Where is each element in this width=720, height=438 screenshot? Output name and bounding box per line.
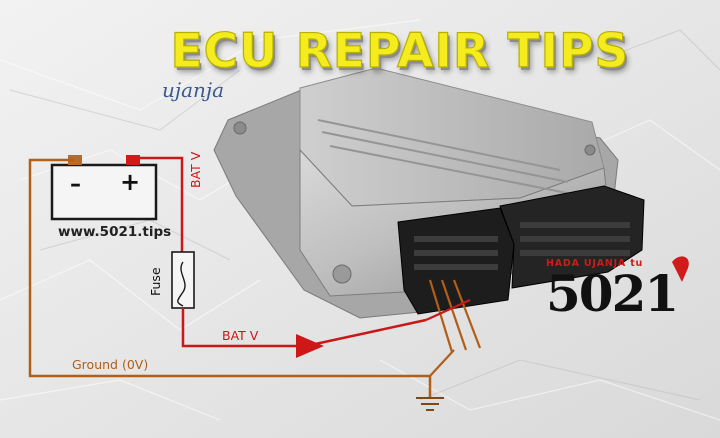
ecu-connector-left	[397, 207, 515, 315]
bat-v-arrow	[296, 334, 324, 358]
subtitle: ujanja	[162, 78, 225, 102]
battery-minus-label: –	[70, 172, 81, 197]
ecu-fins	[317, 119, 573, 195]
fuse-label: Fuse	[148, 267, 163, 296]
fuse-symbol	[171, 251, 195, 309]
battery-symbol	[50, 163, 158, 221]
brand-number: 5021	[546, 264, 679, 323]
ground-label: Ground (0V)	[72, 357, 149, 372]
ecu-mount-hole	[584, 144, 596, 156]
ecu-mount-hole	[332, 264, 352, 284]
page-title: ECU REPAIR TIPS	[170, 23, 630, 79]
ground-wire	[28, 158, 432, 398]
fuse-element	[177, 261, 186, 307]
wiring-diagram	[28, 155, 482, 411]
brand-logo: HADA UJANJA tu 5021	[546, 250, 696, 323]
bat-v-vertical-label: BAT V	[188, 151, 203, 188]
paper-shadows	[9, 29, 720, 401]
battery-plus-label: +	[120, 168, 141, 196]
ground-symbol	[416, 397, 444, 411]
battery-negative-terminal	[68, 155, 82, 165]
brand-tagline: HADA UJANJA tu	[546, 258, 644, 269]
battery-positive-terminal	[126, 155, 140, 165]
website-label: www.5021.tips	[58, 224, 172, 240]
ecu-mount-hole	[233, 121, 247, 135]
ecu-connector-pins	[414, 222, 630, 270]
ecu-module	[213, 67, 645, 319]
bat-v-horizontal-label: BAT V	[222, 328, 259, 343]
connector-harness-lines	[428, 279, 482, 377]
brand-accent	[672, 256, 689, 282]
connector-red-lead	[425, 298, 471, 322]
bat-v-wire	[140, 156, 184, 252]
